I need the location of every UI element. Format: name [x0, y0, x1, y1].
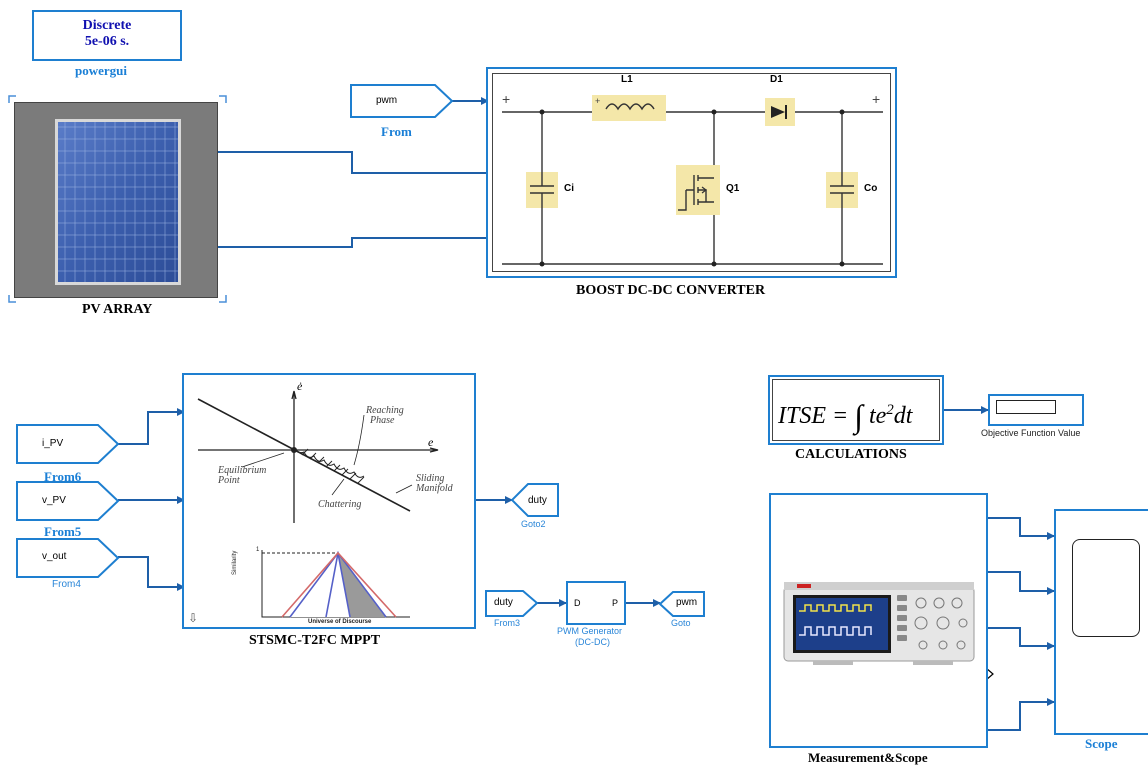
fuzzy-y-label: Similarity — [232, 551, 238, 575]
scope-block[interactable] — [1054, 509, 1148, 735]
pv-positive-wire — [218, 152, 488, 173]
powergui-block[interactable]: Discrete 5e-06 s. — [32, 10, 182, 61]
pwm-port-out: P — [612, 598, 618, 608]
meas-scope-wire-1 — [988, 518, 1054, 536]
chattering-label: Chattering — [318, 499, 361, 510]
mppt-block[interactable]: ė e Reaching Phase Equilibrium Point Sli… — [182, 373, 476, 629]
duty-from3-label: From3 — [494, 618, 520, 628]
switch-label: Q1 — [726, 183, 739, 194]
pv-array-label: PV ARRAY — [82, 302, 152, 318]
meas-scope-wire-4 — [988, 702, 1054, 730]
mask-arrow-icon[interactable]: ⇩ — [188, 611, 198, 625]
inductor-label: L1 — [621, 74, 633, 85]
powergui-line1: Discrete — [34, 18, 180, 34]
itse-te: te — [869, 403, 886, 429]
pwm-goto-label: Goto — [671, 618, 691, 628]
duty-goto-label: Goto2 — [521, 519, 546, 529]
calculations-block[interactable]: ITSE = ∫ te2dt — [768, 375, 944, 445]
vpv-from-tag[interactable] — [16, 481, 120, 523]
itse-formula: ITSE = ∫ te2dt — [778, 394, 912, 431]
pwm-port-in: D — [574, 598, 581, 608]
vout-from-tag[interactable] — [16, 538, 120, 580]
objective-display-block[interactable] — [988, 394, 1084, 426]
pv-negative-wire — [218, 238, 488, 247]
measurement-block[interactable] — [769, 493, 988, 748]
boost-circuit — [488, 69, 899, 280]
pwm-from-label: From — [381, 124, 412, 140]
pwm-from-tag[interactable] — [350, 84, 454, 120]
cap-in-label: Ci — [564, 183, 574, 194]
pwm-generator-label-2: (DC-DC) — [575, 637, 610, 647]
itse-dt: dt — [894, 403, 913, 429]
inductor-plus: + — [595, 96, 600, 106]
sliding-label-2: Manifold — [416, 483, 453, 494]
measurement-label: Measurement&Scope — [808, 750, 928, 766]
mppt-label: STSMC-T2FC MPPT — [249, 633, 380, 649]
duty-goto-text: duty — [528, 495, 547, 506]
scope-label: Scope — [1085, 736, 1118, 752]
vpv-from-text: v_PV — [42, 495, 66, 506]
smc-axis-edot-label: ė — [297, 379, 302, 394]
pwm-generator-block[interactable]: D P — [566, 581, 626, 625]
fuzzy-x-label: Universe of Discourse — [308, 619, 371, 625]
ipv-from-tag[interactable] — [16, 424, 120, 466]
reaching-phase-label-2: Phase — [370, 415, 394, 426]
itse-lhs: ITSE = — [778, 403, 854, 429]
powergui-line2: 5e-06 s. — [34, 34, 180, 50]
pwm-from-text: pwm — [376, 95, 397, 106]
vout-from-text: v_out — [42, 551, 66, 562]
fuzzy-tick-1: 1 — [256, 547, 259, 553]
boost-plus-right: + — [872, 91, 880, 107]
calculations-label: CALCULATIONS — [795, 447, 907, 463]
boost-label: BOOST DC-DC CONVERTER — [576, 283, 765, 299]
integral-icon: ∫ — [854, 398, 863, 434]
itse-exp: 2 — [886, 402, 894, 418]
meas-scope-wire-2 — [988, 572, 1054, 591]
oscilloscope-icon — [783, 581, 977, 667]
ipv-wire — [118, 412, 184, 444]
equilibrium-label-2: Point — [218, 475, 240, 486]
powergui-label: powergui — [75, 63, 127, 79]
smc-axis-e-label: e — [428, 435, 433, 450]
vout-wire — [118, 557, 184, 587]
boost-converter-block[interactable]: + + + L1 D1 Ci Q1 Co — [486, 67, 897, 278]
duty-from3-text: duty — [494, 597, 513, 608]
meas-scope-wire-3 — [988, 628, 1054, 646]
diode-label: D1 — [770, 74, 783, 85]
vout-from-label: From4 — [52, 579, 81, 590]
pwm-goto-text: pwm — [676, 597, 697, 608]
objective-display-label: Objective Function Value — [981, 428, 1080, 438]
ipv-from-text: i_PV — [42, 438, 63, 449]
selection-corners — [8, 95, 228, 305]
boost-plus-left: + — [502, 91, 510, 107]
pwm-generator-label-1: PWM Generator — [557, 626, 622, 636]
objective-display-field — [996, 400, 1056, 414]
scope-screen — [1072, 539, 1140, 637]
cap-out-label: Co — [864, 183, 877, 194]
